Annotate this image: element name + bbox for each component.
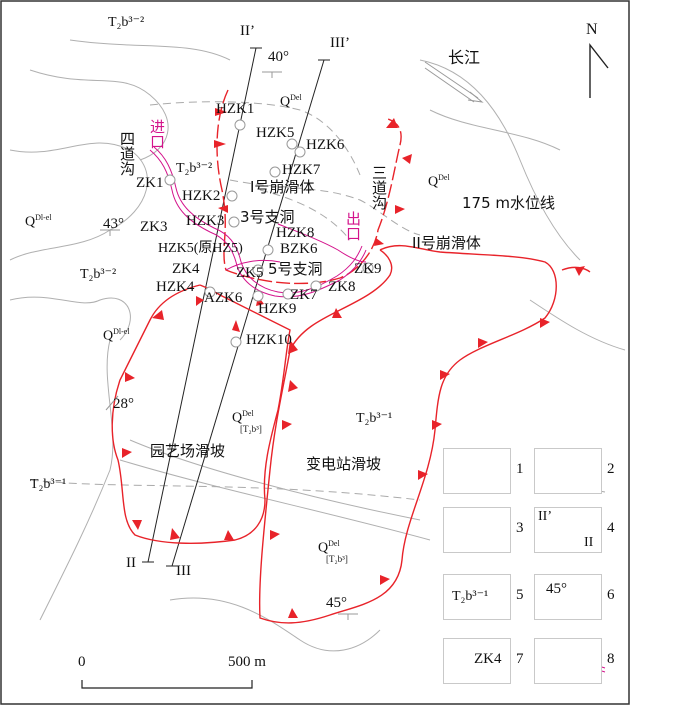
borehole-label: HZK2 xyxy=(182,188,221,204)
borehole-label: HZK5 xyxy=(256,125,295,141)
sandao-gully-label: 三道沟 xyxy=(372,164,388,212)
stratum-qdel-4-sub: [T₂b³] xyxy=(326,554,348,564)
borehole-label: HZK9 xyxy=(258,301,297,317)
tunnel xyxy=(149,146,367,298)
legend-num-3: 3 xyxy=(516,520,524,536)
legend-section-bottom: II xyxy=(584,535,594,550)
dip-40: 40° xyxy=(268,49,289,65)
borehole-label: ZK5 xyxy=(236,265,264,281)
scale-end-label: 500 m xyxy=(228,654,266,670)
borehole-label: HZK6 xyxy=(306,137,345,153)
stratum-qdel-3: QDel xyxy=(232,409,254,426)
borehole-label: ZK1 xyxy=(136,175,164,191)
borehole-label: HZK4 xyxy=(156,279,195,295)
legend-box-1 xyxy=(443,448,511,494)
legend-num-2: 2 xyxy=(607,461,615,477)
borehole-label: ZK3 xyxy=(140,219,168,235)
river-arrow xyxy=(424,61,484,103)
landslide-ii-label: II号崩滑体 xyxy=(412,234,481,252)
stratum-boundary xyxy=(29,101,421,501)
stratum-qdel-2: QDel xyxy=(428,173,450,190)
borehole-label: HZK10 xyxy=(246,332,292,348)
exit-label: 出口 xyxy=(346,210,362,243)
scale-start-label: 0 xyxy=(78,654,86,670)
borehole-label: AZK6 xyxy=(204,290,243,306)
stratum-t2b31-a: T₂b³⁻¹ xyxy=(30,477,67,492)
borehole-label: HZK3 xyxy=(186,213,225,229)
stratum-qdlel-1: QDl-el xyxy=(25,213,52,230)
dip-symbols xyxy=(100,71,358,620)
adit-5-label: 5号支洞 xyxy=(268,260,323,278)
stratum-t2b32-b: T₂b³⁻² xyxy=(176,161,213,176)
stratum-t2b32-c: T₂b³⁻² xyxy=(80,267,117,282)
legend-section-top: II’ xyxy=(538,509,552,524)
water-line-label: 175 m水位线 xyxy=(462,194,556,212)
section-label-iii-top: III’ xyxy=(330,35,350,51)
contour-lines xyxy=(9,39,626,652)
legend-box-3 xyxy=(443,507,511,553)
boundary-ticks xyxy=(122,108,585,618)
legend-num-4: 4 xyxy=(607,520,615,536)
scale-bar xyxy=(81,680,253,689)
dip-28: 28° xyxy=(113,396,134,412)
river-label: 长江 xyxy=(448,48,481,67)
north-arrow xyxy=(589,42,609,98)
borehole-markers xyxy=(164,119,374,348)
legend-num-7: 7 xyxy=(516,651,524,667)
legend-dip-label: 45° xyxy=(546,581,567,597)
borehole-label: ZK7 xyxy=(290,287,318,303)
stratum-qdel-3-sub: [T₂b³] xyxy=(240,424,262,434)
stratum-t2b32-a: T₂b³⁻² xyxy=(108,15,145,30)
section-label-ii-bottom: II xyxy=(126,555,136,571)
legend-borehole-label: ZK4 xyxy=(474,651,502,667)
legend-stratum-label: T₂b³⁻¹ xyxy=(452,589,489,604)
borehole-label: HZK5(原HZ5) xyxy=(158,241,243,256)
dip-45: 45° xyxy=(326,595,347,611)
garden-landslide-label: 园艺场滑坡 xyxy=(150,442,226,460)
landslide-boundaries xyxy=(111,89,591,624)
north-label: N xyxy=(586,21,598,38)
legend-box-2 xyxy=(534,448,602,494)
legend-num-5: 5 xyxy=(516,587,524,603)
stratum-qdlel-2: QDl-el xyxy=(103,327,130,344)
adit-3-label: 3号支洞 xyxy=(240,208,295,226)
stratum-qdel-4: QDel xyxy=(318,539,340,556)
legend-box-5 xyxy=(443,574,511,620)
borehole-label: HZK1 xyxy=(216,101,255,117)
stratum-qdel-1: QDel xyxy=(280,93,302,110)
section-label-ii-top: II’ xyxy=(240,23,255,39)
map-frame xyxy=(0,0,630,705)
stratum-t2b31-b: T₂b³⁻¹ xyxy=(356,411,393,426)
legend-box-6 xyxy=(534,574,602,620)
borehole-label: ZK4 xyxy=(172,261,200,277)
dip-43: 43° xyxy=(103,216,124,232)
landslide-i-label: I号崩滑体 xyxy=(250,178,315,196)
section-lines xyxy=(142,47,330,567)
borehole-label: HZK8 xyxy=(276,225,315,241)
borehole-label: BZK6 xyxy=(280,241,318,257)
legend-num-1: 1 xyxy=(516,461,524,477)
substation-landslide-label: 变电站滑坡 xyxy=(306,455,382,473)
legend-num-6: 6 xyxy=(607,587,615,603)
legend-box-8 xyxy=(534,638,602,684)
borehole-label: HZK7 xyxy=(282,162,321,178)
borehole-label: ZK8 xyxy=(328,279,356,295)
borehole-label: ZK9 xyxy=(354,261,382,277)
legend-num-8: 8 xyxy=(607,651,615,667)
legend-box-7 xyxy=(443,638,511,684)
legend-box-4 xyxy=(534,507,602,553)
section-label-iii-bottom: III xyxy=(176,563,191,579)
entrance-label: 进口 xyxy=(150,118,166,151)
sidao-gully-label: 四道沟 xyxy=(120,130,136,178)
